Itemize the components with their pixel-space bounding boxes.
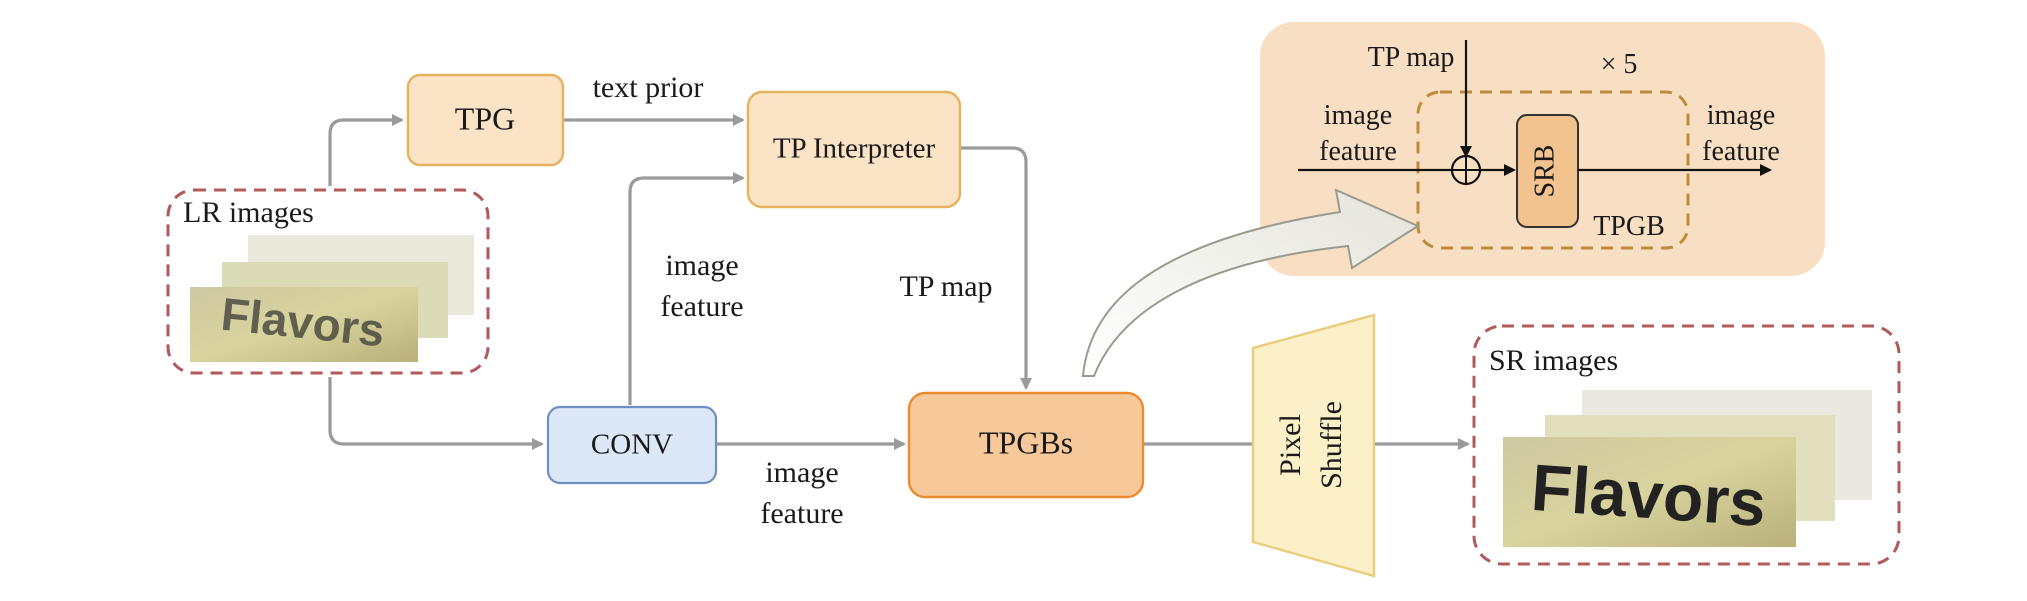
text-prior-label: text prior [593,71,704,104]
conv-box [546,405,718,485]
pixel-shuffle-label-2: Shuffle [1315,401,1348,489]
sr-images-group: SR images Flavors [1472,324,1901,566]
pixel-shuffle-label-1: Pixel [1274,414,1307,476]
sr-thumb-word: Flavors [1529,450,1768,540]
tpgb-detail-inset: SRB TP map × 5 image feature image featu… [1260,22,1825,276]
image-feature-bottom-label-2: feature [760,497,843,530]
inset-input-label-2: feature [1319,136,1397,167]
lr-to-conv-arrow [328,377,544,450]
connections [328,114,1470,450]
tpg-box [406,73,565,167]
tpg-node: TPG [406,73,565,167]
tpg-label: TPG [455,100,515,136]
image-feature-up-label-2: feature [660,290,743,323]
tp-map-label: TP map [899,270,992,303]
tp-interpreter-node: TP Interpreter [746,90,962,209]
image-feature-up-label-1: image [665,249,738,282]
sr-images-dashed-frame [1472,324,1901,566]
conv-to-interpreter-arrow [628,172,745,405]
srb-label: SRB [1529,145,1560,198]
pixel-shuffle-node: Pixel Shuffle [1251,313,1376,578]
lr-to-tpg-arrow [328,114,404,186]
expand-curved-arrow [1081,188,1421,377]
sr-images-label: SR images [1489,344,1618,377]
conv-node: CONV [546,405,718,485]
tpgbs-box [907,391,1145,499]
tpgbs-label: TPGBs [979,424,1073,460]
tpgb-label: TPGB [1593,211,1665,242]
conv-label: CONV [591,429,673,461]
interpreter-to-tpgbs-arrow [960,146,1032,390]
pixel-shuffle-trapezoid [1251,313,1376,578]
lr-images-group: LR images Flavors [166,188,490,375]
tpgbs-node: TPGBs [907,391,1145,499]
tp-interpreter-label: TP Interpreter [773,133,936,165]
image-feature-bottom-label-1: image [765,456,838,489]
inset-tpmap-label: TP map [1368,42,1455,73]
sr-thumb-front [1503,437,1796,547]
tp-interpreter-box [746,90,962,209]
inset-output-label-1: image [1707,100,1775,131]
lr-thumb-front [190,287,418,362]
inset-output-label-2: feature [1702,136,1780,167]
inset-input-label-1: image [1324,100,1392,131]
inset-repeat-label: × 5 [1601,49,1638,80]
lr-images-label: LR images [183,196,314,229]
